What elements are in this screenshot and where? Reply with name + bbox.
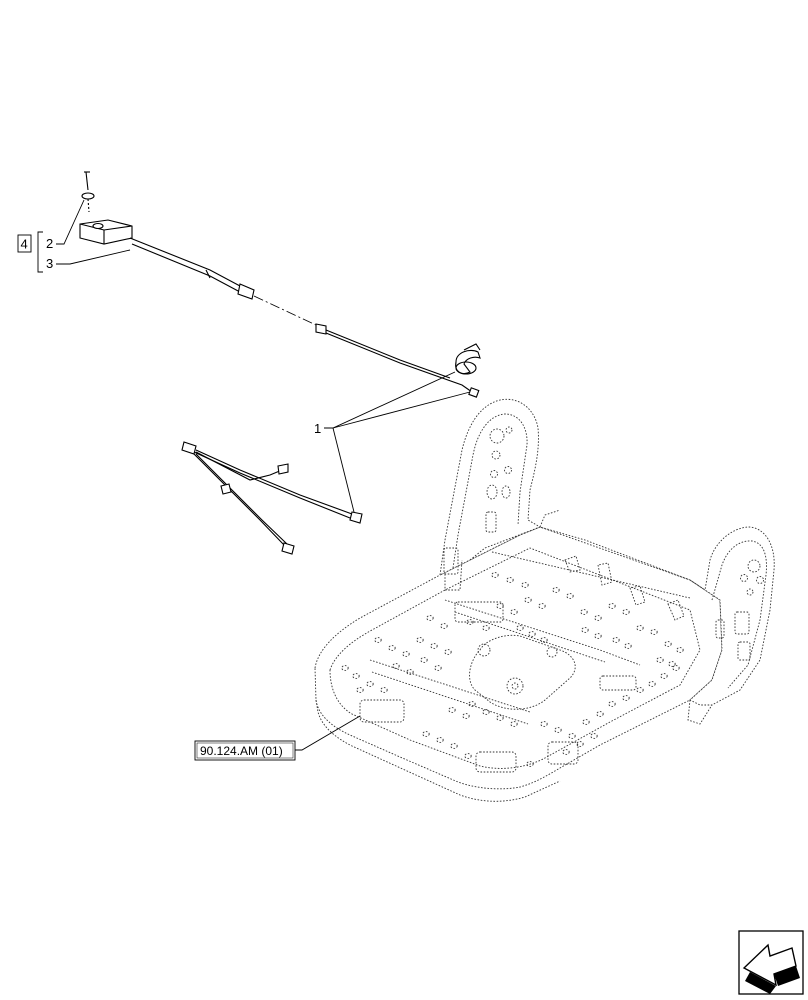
leader-1b xyxy=(332,391,471,429)
frame-hole xyxy=(650,629,658,635)
frame-hole xyxy=(436,737,444,743)
seat-frame xyxy=(314,398,775,802)
frame-hole xyxy=(420,657,428,663)
frame-hole xyxy=(466,619,474,625)
frame-hole xyxy=(622,609,630,615)
callout-1: 1 xyxy=(314,421,321,436)
leader-3 xyxy=(56,249,131,265)
frame-hole xyxy=(462,713,470,719)
frame-hole xyxy=(594,615,602,621)
frame-hole xyxy=(366,681,374,687)
frame-hole xyxy=(388,645,396,651)
frame-hole xyxy=(496,603,504,609)
frame-hole xyxy=(482,625,490,631)
frame-hole xyxy=(582,719,590,725)
callout-group-4: 4 2 3 xyxy=(17,199,131,273)
frame-hole xyxy=(672,665,680,671)
frame-hole xyxy=(491,572,499,578)
alignment-line xyxy=(253,295,319,327)
frame-hole xyxy=(426,615,434,621)
frame-hole xyxy=(590,733,598,739)
leader-1c xyxy=(332,427,355,513)
callout-4-box xyxy=(17,234,32,253)
frame-hole xyxy=(636,625,644,631)
callout-2: 2 xyxy=(46,236,53,251)
frame-hole xyxy=(580,609,588,615)
frame-hole xyxy=(594,633,602,639)
frame-hole xyxy=(524,597,532,603)
frame-hole xyxy=(608,603,616,609)
frame-hole xyxy=(434,665,442,671)
frame-hole xyxy=(380,687,388,693)
frame-hole xyxy=(450,743,458,749)
frame-hole xyxy=(554,727,562,733)
reference-leader xyxy=(295,715,361,751)
frame-hole xyxy=(596,711,604,717)
frame-hole xyxy=(664,641,672,647)
frame-hole xyxy=(352,673,360,679)
frame-hole xyxy=(540,721,548,727)
callout-3: 3 xyxy=(46,256,53,271)
arrow-icon[interactable] xyxy=(738,930,804,995)
frame-hole xyxy=(440,623,448,629)
frame-hole xyxy=(676,647,684,653)
frame-hole xyxy=(448,707,456,713)
callout-group-1: 1 xyxy=(314,371,471,513)
frame-hole xyxy=(482,709,490,715)
frame-hole xyxy=(668,661,676,667)
frame-hole xyxy=(540,637,548,643)
frame-hole xyxy=(416,637,424,643)
leader-2 xyxy=(56,199,85,245)
frame-hole xyxy=(496,715,504,721)
frame-hole xyxy=(581,627,589,633)
frame-hole xyxy=(622,695,630,701)
frame-hole xyxy=(402,651,410,657)
frame-hole xyxy=(526,761,534,767)
frame-hole xyxy=(538,603,546,609)
frame-hole xyxy=(506,577,514,583)
frame-hole xyxy=(656,657,664,663)
frame-hole xyxy=(562,749,570,755)
frame-hole xyxy=(422,731,430,737)
frame-hole xyxy=(341,665,349,671)
frame-hole xyxy=(612,637,620,643)
frame-hole xyxy=(648,681,656,687)
frame-hole xyxy=(660,673,668,679)
callout-4: 4 xyxy=(21,237,28,252)
frame-hole xyxy=(552,587,560,593)
frame-hole xyxy=(406,669,414,675)
frame-hole xyxy=(510,609,518,615)
harness-upper xyxy=(315,323,481,398)
frame-hole xyxy=(636,687,644,693)
frame-hole xyxy=(608,701,616,707)
frame-hole xyxy=(464,753,472,759)
leader-1a xyxy=(324,371,456,429)
frame-hole xyxy=(510,721,518,727)
frame-hole xyxy=(566,593,574,599)
frame-hole xyxy=(392,663,400,669)
frame-hole xyxy=(468,701,476,707)
reference-callout: 90.124.AM (01) xyxy=(194,715,361,761)
frame-hole xyxy=(568,733,576,739)
reference-label: 90.124.AM (01) xyxy=(200,744,283,758)
frame-hole xyxy=(356,687,364,693)
frame-hole xyxy=(576,741,584,747)
frame-hole xyxy=(374,637,382,643)
harness-lower xyxy=(181,441,363,555)
frame-hole xyxy=(624,643,632,649)
frame-hole xyxy=(521,582,529,588)
switch-assembly xyxy=(79,171,255,300)
frame-hole xyxy=(444,649,452,655)
frame-hole xyxy=(516,625,524,631)
frame-hole xyxy=(528,631,536,637)
frame-hole xyxy=(430,643,438,649)
